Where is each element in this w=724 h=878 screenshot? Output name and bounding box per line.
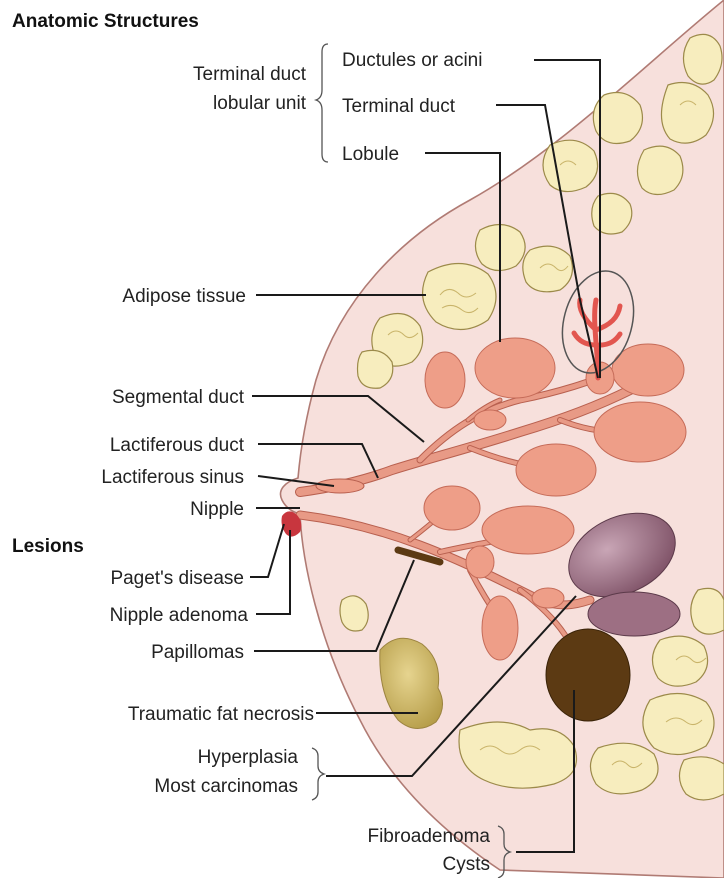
label-most-carcinomas: Most carcinomas [154,776,298,797]
label-terminal-duct: Terminal duct [342,96,456,117]
cyst-small [588,592,680,636]
label-traumatic-fat-necrosis: Traumatic fat necrosis [128,704,314,725]
label-tdlu-line1: Terminal duct [193,64,307,85]
heading-lesions: Lesions [12,536,84,557]
label-fibroadenoma: Fibroadenoma [367,826,490,847]
label-tdlu-line2: lobular unit [213,93,307,114]
label-pagets-disease: Paget's disease [110,568,244,589]
fibroadenoma [546,629,630,721]
label-lobule: Lobule [342,144,399,165]
label-ductules-or-acini: Ductules or acini [342,50,482,71]
label-nipple: Nipple [190,499,244,520]
heading-anatomic-structures: Anatomic Structures [12,11,199,32]
label-hyperplasia: Hyperplasia [198,747,299,768]
label-cysts: Cysts [443,854,491,875]
label-papillomas: Papillomas [151,642,244,663]
label-segmental-duct: Segmental duct [112,387,245,408]
label-lactiferous-sinus: Lactiferous sinus [101,467,244,488]
label-adipose-tissue: Adipose tissue [122,286,246,307]
label-nipple-adenoma: Nipple adenoma [110,605,249,626]
lactiferous-sinus-shape [316,479,364,493]
label-lactiferous-duct: Lactiferous duct [110,435,245,456]
